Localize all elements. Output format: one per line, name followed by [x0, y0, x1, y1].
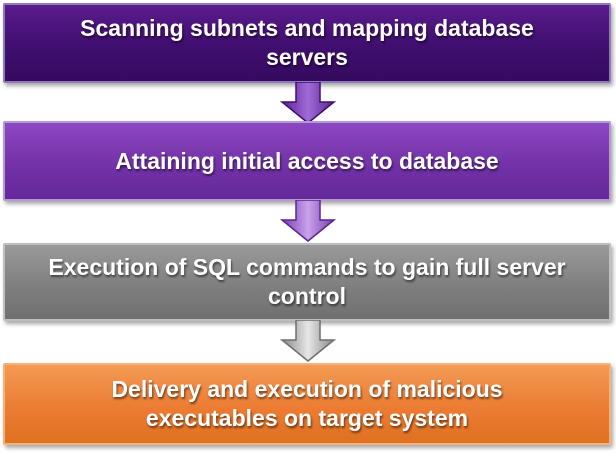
down-arrow-icon — [279, 82, 337, 124]
step-box-malicious-delivery: Delivery and execution of malicious exec… — [3, 363, 611, 445]
step-label-line-2: executables on target system — [145, 405, 469, 431]
step-label-line-2: control — [268, 283, 346, 309]
step-label-line-1: Attaining initial access to database — [115, 147, 499, 174]
down-arrow-icon — [279, 320, 337, 362]
step-label-line-1: Delivery and execution of malicious — [111, 376, 503, 402]
step-label-line-1: Execution of SQL commands to gain full s… — [48, 254, 566, 280]
step-label: Attaining initial access to database — [115, 147, 498, 176]
step-box-sql-commands: Execution of SQL commands to gain full s… — [3, 243, 611, 321]
down-arrow-icon — [279, 200, 337, 242]
step-label: Scanning subnets and mapping database se… — [80, 14, 534, 72]
step-label: Delivery and execution of malicious exec… — [111, 375, 502, 433]
step-label-line-2: servers — [266, 44, 348, 70]
step-box-scanning: Scanning subnets and mapping database se… — [3, 3, 611, 83]
step-label: Execution of SQL commands to gain full s… — [48, 253, 565, 311]
step-label-line-1: Scanning subnets and mapping database — [80, 15, 534, 41]
step-box-initial-access: Attaining initial access to database — [3, 121, 611, 201]
